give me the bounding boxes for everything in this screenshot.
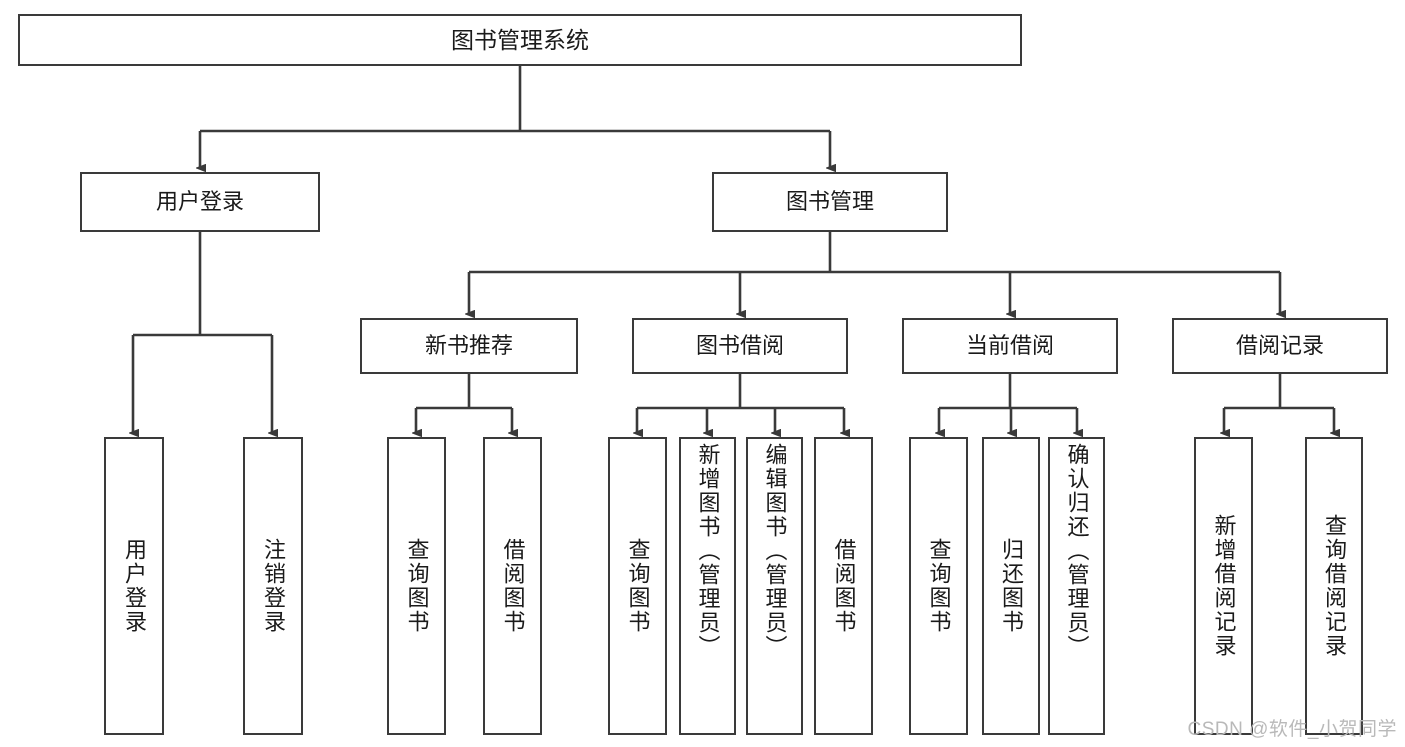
node-leaf-label: 新增借阅记录 [1211,514,1237,658]
node-root-label: 图书管理系统 [451,26,589,53]
node-leaf-query-borrow-record[interactable]: 查询借阅记录 [1305,437,1363,735]
node-leaf-label: 借阅图书 [500,538,526,634]
node-leaf-label: 新增图书（管理员） [695,443,721,659]
node-book-management[interactable]: 图书管理 [712,172,948,232]
node-leaf-label: 用户登录 [122,538,147,634]
node-leaf-logout[interactable]: 注销登录 [243,437,303,735]
node-leaf-add-borrow-record[interactable]: 新增借阅记录 [1194,437,1253,735]
node-new-book-recommend[interactable]: 新书推荐 [360,318,578,374]
node-leaf-label: 注销登录 [261,538,286,634]
node-leaf-borrow-book-recommend[interactable]: 借阅图书 [483,437,542,735]
node-leaf-label: 查询借阅记录 [1322,514,1347,658]
node-leaf-label: 查询图书 [404,538,430,634]
node-user-login[interactable]: 用户登录 [80,172,320,232]
node-root-system[interactable]: 图书管理系统 [18,14,1022,66]
node-leaf-label: 确认归还（管理员） [1064,443,1090,659]
node-borrow-record-label: 借阅记录 [1235,332,1324,358]
node-leaf-return-book[interactable]: 归还图书 [982,437,1040,735]
node-leaf-label: 查询图书 [625,538,651,634]
node-borrow-record[interactable]: 借阅记录 [1172,318,1388,374]
node-new-book-recommend-label: 新书推荐 [424,332,513,358]
node-leaf-query-book-current[interactable]: 查询图书 [909,437,968,735]
node-book-management-label: 图书管理 [785,188,874,214]
node-current-borrow[interactable]: 当前借阅 [902,318,1118,374]
node-current-borrow-label: 当前借阅 [965,332,1054,358]
node-leaf-confirm-return-admin[interactable]: 确认归还（管理员） [1048,437,1105,735]
node-leaf-label: 查询图书 [926,538,952,634]
node-leaf-query-book-recommend[interactable]: 查询图书 [387,437,446,735]
csdn-watermark: CSDN @软件_小贺同学 [1187,719,1397,740]
node-book-borrow[interactable]: 图书借阅 [632,318,848,374]
node-leaf-label: 借阅图书 [831,538,857,634]
node-leaf-label: 归还图书 [999,538,1024,634]
node-leaf-query-book-borrow[interactable]: 查询图书 [608,437,667,735]
node-leaf-borrow-book[interactable]: 借阅图书 [814,437,873,735]
node-leaf-edit-book-admin[interactable]: 编辑图书（管理员） [746,437,803,735]
node-leaf-add-book-admin[interactable]: 新增图书（管理员） [679,437,736,735]
node-book-borrow-label: 图书借阅 [695,332,784,358]
node-leaf-user-login[interactable]: 用户登录 [104,437,164,735]
node-leaf-label: 编辑图书（管理员） [762,443,788,659]
node-user-login-label: 用户登录 [155,188,244,214]
